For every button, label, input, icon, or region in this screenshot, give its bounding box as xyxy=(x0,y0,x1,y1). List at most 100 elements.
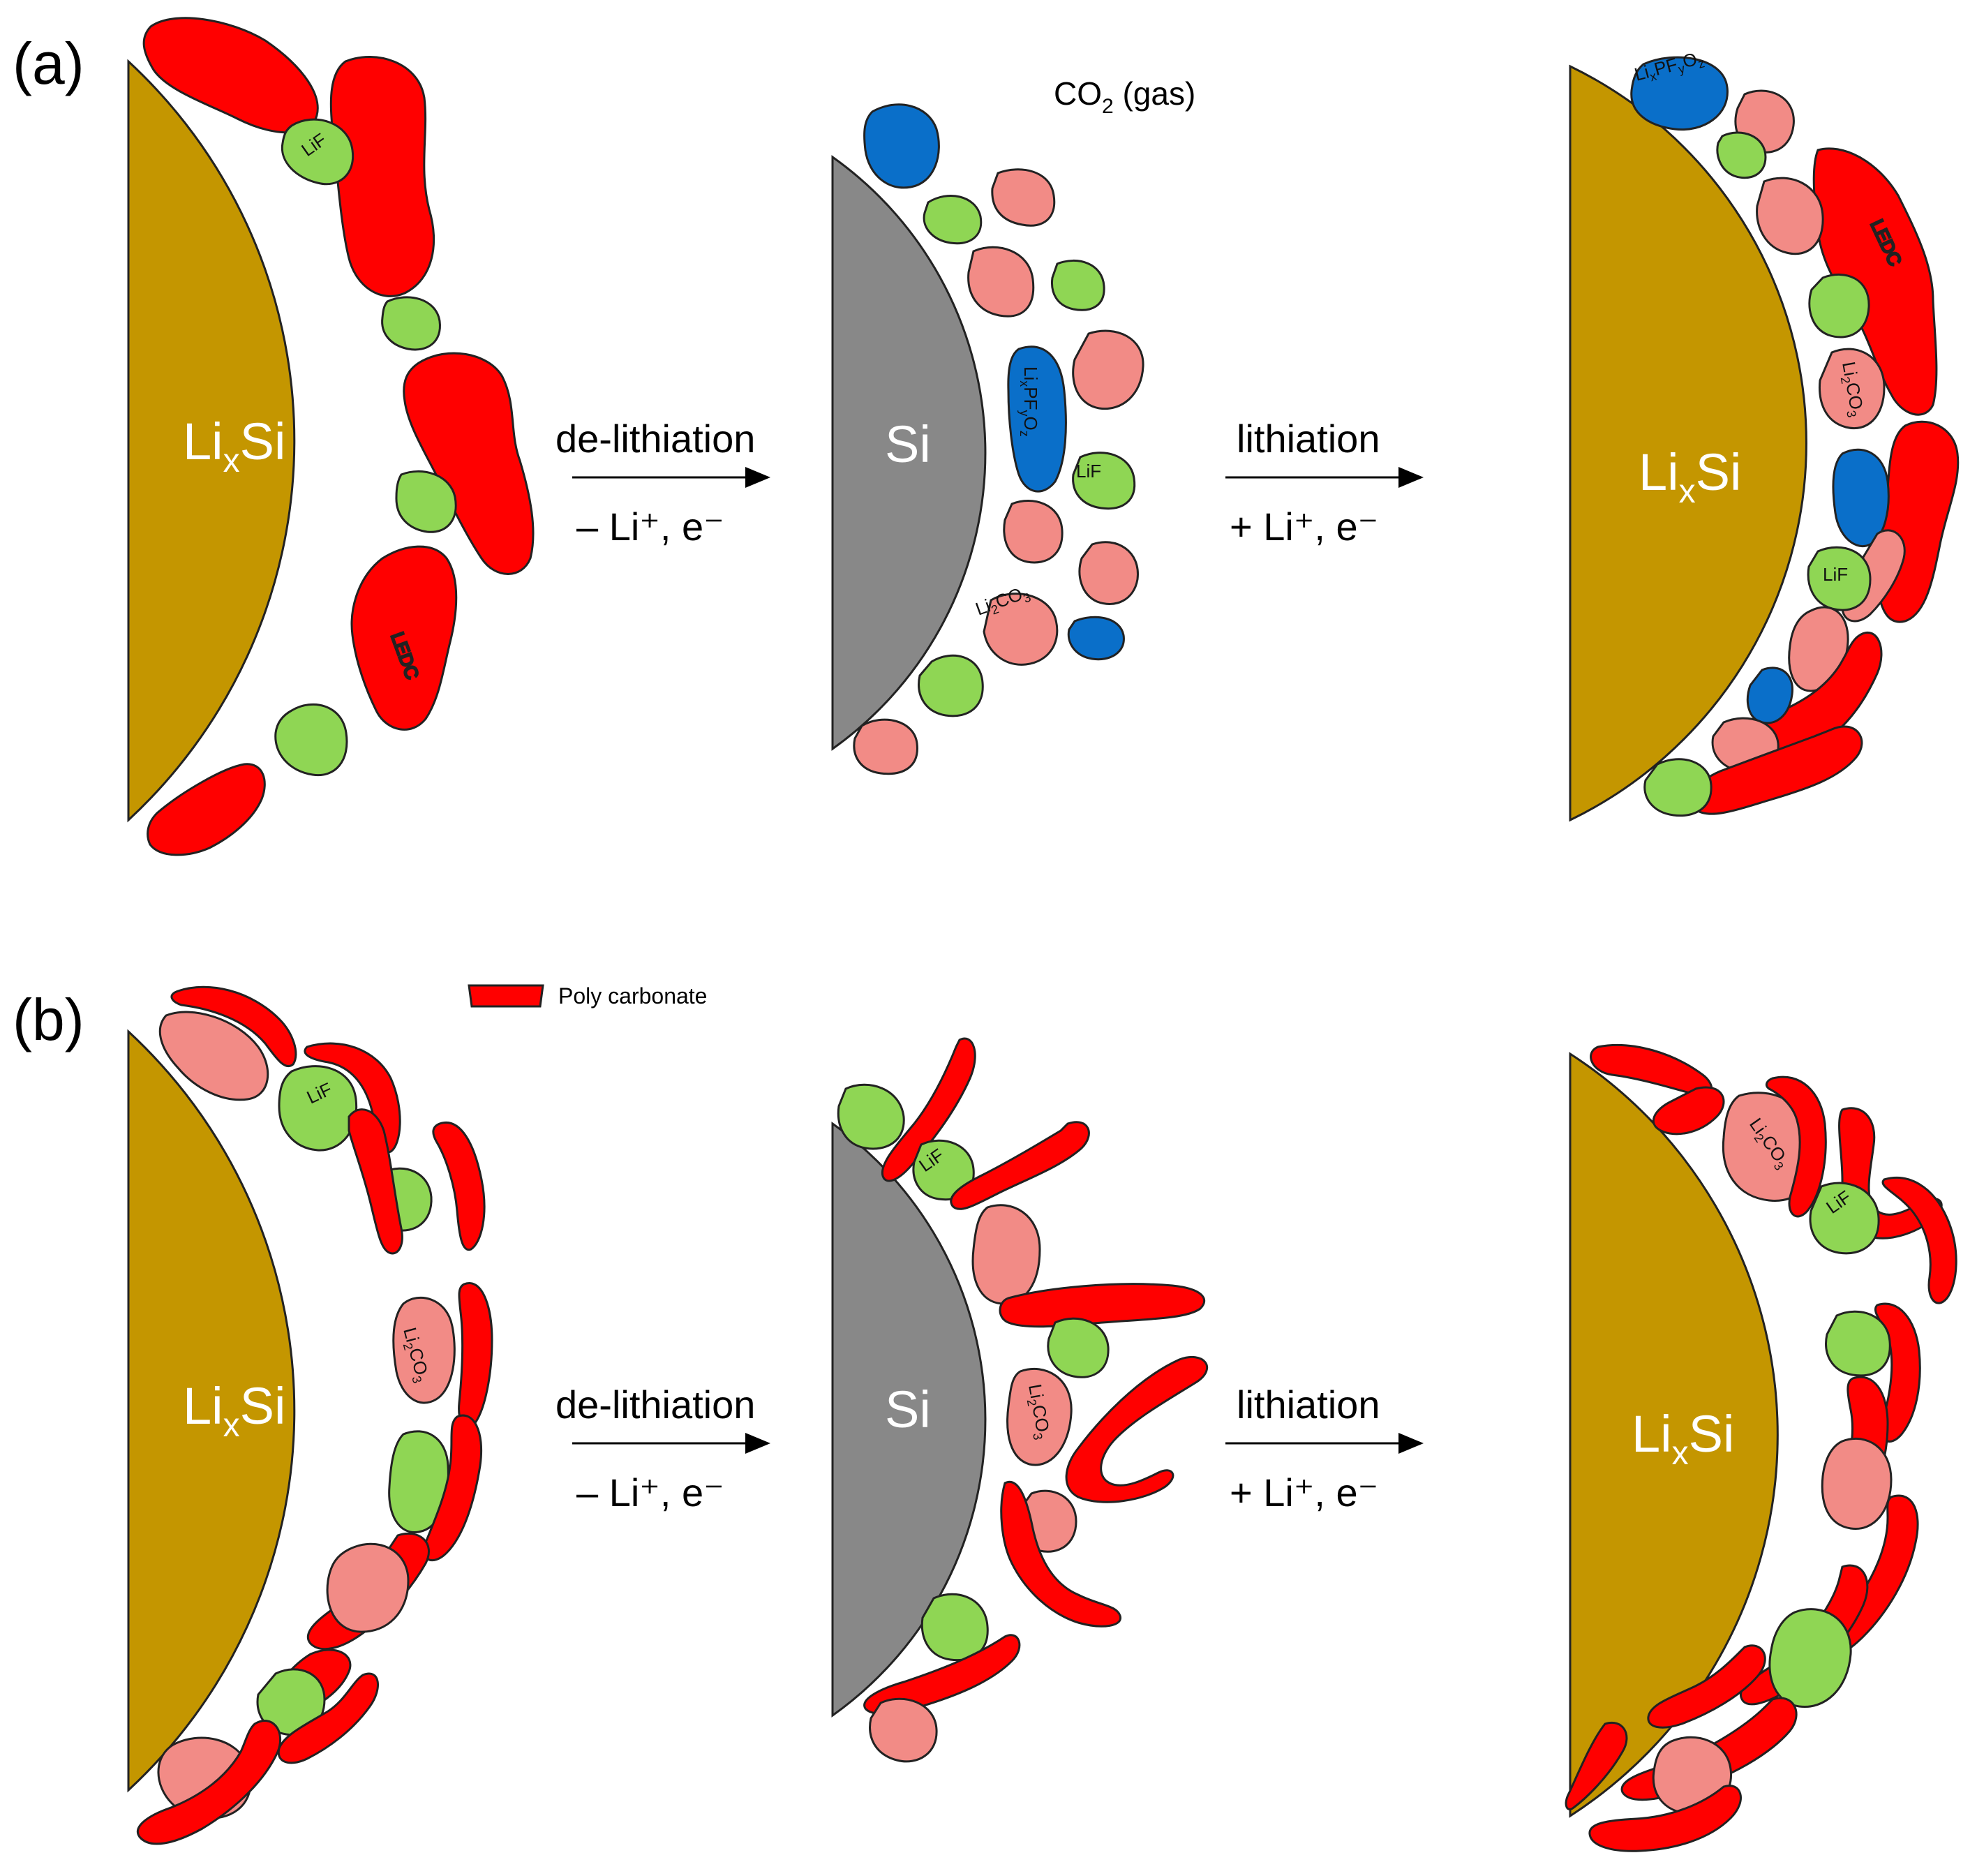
sei-layer-a-left: LEDC xyxy=(142,17,535,856)
li2co3-particle xyxy=(853,718,918,775)
core-a-middle-label: Si xyxy=(885,415,931,473)
arrow-b2-bottom: + Li⁺, e⁻ xyxy=(1230,1471,1378,1514)
li2co3-particle xyxy=(1788,606,1849,692)
polycarbonate-ribbon xyxy=(277,1672,379,1764)
li2co3-particle xyxy=(1003,500,1064,564)
arrow-b1-bottom: – Li⁺, e⁻ xyxy=(576,1471,724,1514)
li2co3-particle xyxy=(1006,1367,1073,1466)
lif-particle xyxy=(923,194,983,245)
lif-particle xyxy=(1643,758,1713,817)
li2co3-particle xyxy=(967,246,1035,318)
li2co3-particle xyxy=(991,168,1056,227)
sei-layer-a-middle xyxy=(853,103,1144,775)
ledc-particle xyxy=(1689,725,1863,815)
lif-particle xyxy=(918,654,984,717)
polycarbonate-ribbon xyxy=(1765,1075,1827,1218)
sei-layer-b-middle xyxy=(837,1037,1209,1763)
polycarbonate-ribbon xyxy=(1881,1176,1957,1304)
li2co3-label: Li2CO3 xyxy=(1022,1383,1054,1441)
lipfo-particle xyxy=(1630,56,1729,131)
polycarbonate-ribbon xyxy=(170,985,297,1068)
si-core-b xyxy=(831,1122,987,1718)
lif-label: LiF xyxy=(1076,461,1101,482)
lif-particle xyxy=(1809,1182,1880,1255)
sei-layer-b-right xyxy=(1565,1043,1957,1852)
lipfo-particle xyxy=(1067,616,1125,661)
polycarbonate-ribbon xyxy=(348,1108,403,1255)
core-a-left-label: LixSi xyxy=(183,412,285,479)
polycarbonate-ribbon xyxy=(422,1414,483,1562)
lif-particle xyxy=(274,704,348,777)
polycarbonate-ribbon xyxy=(881,1037,976,1182)
li2co3-particle xyxy=(1078,541,1139,605)
core-a-right-label: LixSi xyxy=(1639,443,1741,510)
li2co3-particle xyxy=(392,1297,456,1404)
li2co3-particle xyxy=(1756,177,1824,255)
lif-particle xyxy=(278,1065,358,1152)
lif-particle xyxy=(395,470,457,533)
sei-layer-b-left xyxy=(137,985,493,1845)
lipfo-particle xyxy=(1746,667,1793,724)
lif-particle xyxy=(920,1593,989,1662)
arrow-b1-top: de-lithiation xyxy=(555,1383,755,1427)
lif-particle xyxy=(837,1083,905,1150)
lif-label: LiF xyxy=(1823,564,1848,585)
ledc-particle xyxy=(1812,147,1938,416)
lipfo-label: LixPFyOz xyxy=(1017,366,1041,437)
polycarbonate-ribbon xyxy=(1647,1644,1766,1729)
lif-particle xyxy=(1768,1608,1852,1708)
ledc-particle xyxy=(147,763,266,856)
lif-particle xyxy=(1047,1317,1110,1378)
core-b-left-label: LixSi xyxy=(183,1377,285,1444)
polycarbonate-ribbon xyxy=(1588,1785,1742,1852)
core-b-right-label: LixSi xyxy=(1632,1405,1734,1472)
li2co3-particle xyxy=(971,1204,1041,1305)
polycarbonate-ribbon xyxy=(950,1121,1090,1210)
lif-particle xyxy=(1807,546,1872,611)
polycarbonate-ribbon xyxy=(1000,1480,1121,1628)
panel-b-label: (b) xyxy=(13,987,84,1052)
lif-particle xyxy=(1050,259,1105,311)
polycarbonate-ribbon xyxy=(999,1283,1206,1328)
lif-particle xyxy=(1716,131,1767,179)
polycarbonate-ribbon xyxy=(1565,1722,1628,1810)
si-core-a xyxy=(831,155,987,751)
ledc-particle xyxy=(350,545,458,731)
li2co3-label: Li2CO3 xyxy=(1835,360,1868,419)
lif-particle xyxy=(388,1430,449,1534)
li2co3-particle xyxy=(326,1542,410,1633)
polycarbonate-ribbon xyxy=(1065,1355,1209,1503)
li2co3-particle xyxy=(1821,1437,1893,1531)
panel-b: (b) Poly carbonate LixSi LiF xyxy=(13,983,1957,1852)
lif-particle xyxy=(1072,452,1136,510)
lif-particle xyxy=(281,118,355,186)
legend-polycarbonate-swatch xyxy=(468,984,544,1008)
lipfo-particle xyxy=(1007,345,1067,493)
polycarbonate-ribbon xyxy=(137,1720,282,1845)
core-b-middle-label: Si xyxy=(885,1380,931,1438)
legend-polycarbonate-label: Poly carbonate xyxy=(558,983,707,1008)
arrow-a2-bottom: + Li⁺, e⁻ xyxy=(1230,505,1378,549)
arrow-a1-top: de-lithiation xyxy=(555,417,755,461)
co2-gas-label: CO2 (gas) xyxy=(1054,75,1195,118)
lif-particle xyxy=(381,296,441,351)
polycarbonate-ribbon xyxy=(458,1281,493,1429)
arrow-b2-top: lithiation xyxy=(1237,1383,1380,1427)
panel-a-label: (a) xyxy=(13,31,84,96)
lixsi-core-b-right xyxy=(1569,1052,1779,1818)
arrow-a1-bottom: – Li⁺, e⁻ xyxy=(576,505,724,549)
li2co3-particle xyxy=(158,1011,269,1101)
lixsi-core-a-left xyxy=(127,59,296,823)
arrow-a2-top: lithiation xyxy=(1237,417,1380,461)
lixsi-core-a-right xyxy=(1569,64,1807,822)
lipfo-particle xyxy=(863,103,940,189)
li2co3-particle xyxy=(1818,348,1886,429)
panel-a: (a) LixSi LEDC LiF de-lithiation – Li⁺, … xyxy=(13,17,1960,856)
li2co3-particle xyxy=(1072,329,1144,410)
li2co3-particle xyxy=(983,593,1059,666)
lif-particle xyxy=(1825,1310,1891,1377)
polycarbonate-ribbon xyxy=(432,1122,486,1251)
polycarbonate-ribbon xyxy=(1652,1086,1725,1136)
li2co3-particle xyxy=(869,1697,938,1763)
